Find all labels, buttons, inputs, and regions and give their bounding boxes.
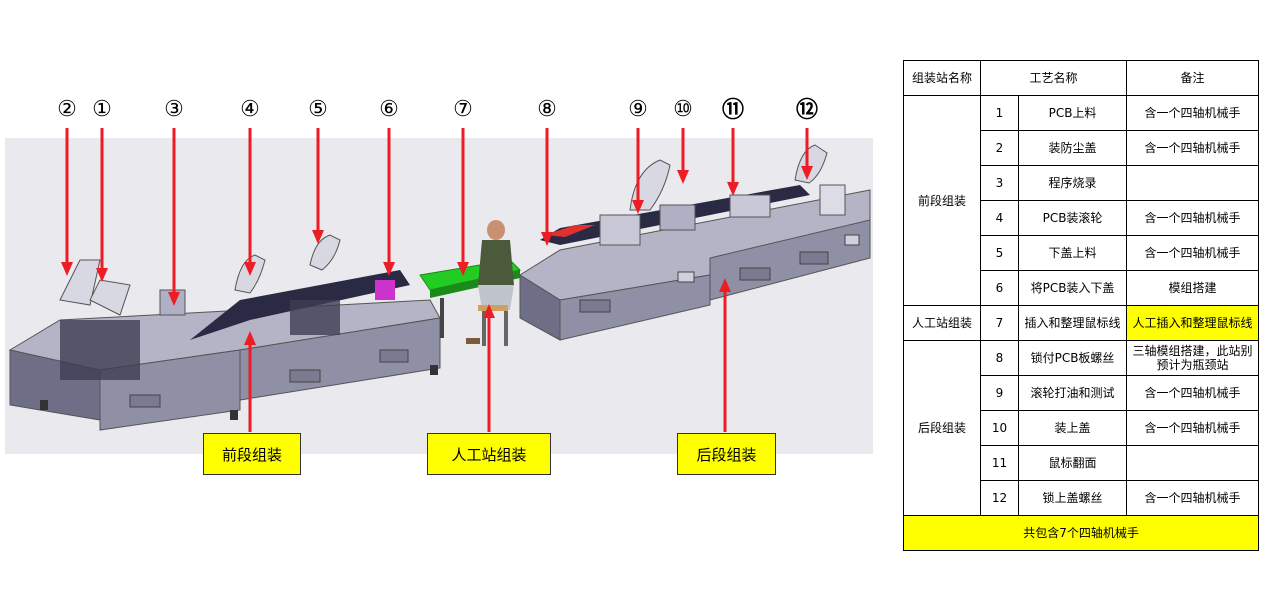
station-number-10: ⑩: [673, 97, 693, 122]
row-note: 含一个四轴机械手: [1126, 235, 1260, 271]
station-number-4: ④: [240, 97, 260, 122]
row-note: 含一个四轴机械手: [1126, 200, 1260, 236]
table-row: 后段组装 8 锁付PCB板螺丝 三轴模组搭建，此站别预计为瓶颈站: [903, 340, 1260, 516]
row-no: 2: [980, 130, 1019, 166]
row-no: 5: [980, 235, 1019, 271]
row-process: 锁付PCB板螺丝: [1017, 340, 1128, 376]
row-note: 含一个四轴机械手: [1126, 375, 1260, 411]
station-arrows: [61, 128, 813, 432]
row-process: 插入和整理鼠标线: [1017, 305, 1128, 341]
row-no: 8: [980, 340, 1019, 376]
table-footer-row: 共包含7个四轴机械手: [902, 515, 1260, 551]
header-process-name: 工艺名称: [979, 60, 1128, 96]
station-number-5: ⑤: [308, 97, 328, 122]
row-process: 滚轮打油和测试: [1017, 375, 1128, 411]
table-row: 6 将PCB装入下盖 模组搭建: [904, 270, 1260, 306]
row-no: 10: [980, 410, 1019, 446]
callout-manual-station: 人工站组装: [427, 433, 551, 475]
table-row: 5 下盖上料 含一个四轴机械手: [904, 235, 1260, 271]
row-process: 将PCB装入下盖: [1017, 270, 1128, 306]
row-process: 装防尘盖: [1017, 130, 1128, 166]
row-no: 7: [980, 305, 1019, 341]
table-row: 人工站组装 7 插入和整理鼠标线 人工插入和整理鼠标线: [903, 305, 1260, 341]
station-number-2: ②: [57, 97, 77, 122]
station-number-9: ⑨: [628, 97, 648, 122]
row-process: 锁上盖螺丝: [1017, 480, 1128, 516]
station-number-11: ⑪: [721, 97, 744, 123]
row-process: PCB装滚轮: [1017, 200, 1128, 236]
row-note: [1126, 165, 1260, 201]
row-note: 含一个四轴机械手: [1126, 480, 1260, 516]
back-segment-machine: [519, 144, 871, 341]
row-note: [1126, 445, 1260, 481]
row-no: 12: [980, 480, 1019, 516]
table-row: 前段组装 1 PCB上料 含一个四轴机械手: [903, 95, 1260, 306]
group-name-front: 前段组装: [903, 95, 981, 306]
row-no: 11: [980, 445, 1019, 481]
row-no: 3: [980, 165, 1019, 201]
process-table: 组装站名称 工艺名称 备注 前段组装 1 PCB上料 含一个四轴机械手 2 装防…: [902, 60, 1260, 551]
station-number-6: ⑥: [379, 97, 399, 122]
header-note: 备注: [1126, 60, 1260, 96]
row-no: 6: [980, 270, 1019, 306]
table-row: 10 装上盖 含一个四轴机械手: [904, 410, 1260, 446]
row-note: 三轴模组搭建，此站别预计为瓶颈站: [1126, 340, 1260, 376]
row-note-highlighted: 人工插入和整理鼠标线: [1126, 305, 1260, 341]
table-row: 12 锁上盖螺丝 含一个四轴机械手: [904, 480, 1260, 516]
manual-station: [419, 220, 521, 346]
station-number-8: ⑧: [537, 97, 557, 122]
header-station-name: 组装站名称: [903, 60, 981, 96]
row-no: 9: [980, 375, 1019, 411]
station-number-7: ⑦: [453, 97, 473, 122]
station-number-1: ①: [92, 97, 112, 122]
row-note: 含一个四轴机械手: [1126, 410, 1260, 446]
front-segment-machine: [8, 234, 441, 431]
callout-front-assembly: 前段组装: [203, 433, 301, 475]
row-note: 含一个四轴机械手: [1126, 130, 1260, 166]
table-header-row: 组装站名称 工艺名称 备注: [903, 60, 1260, 96]
group-name-back: 后段组装: [903, 340, 981, 516]
table-footer: 共包含7个四轴机械手: [902, 515, 1260, 551]
station-number-12: ⑫: [795, 97, 818, 123]
row-no: 1: [980, 95, 1019, 131]
station-number-3: ③: [164, 97, 184, 122]
row-process: 程序烧录: [1017, 165, 1128, 201]
row-no: 4: [980, 200, 1019, 236]
table-row: 11 鼠标翻面: [904, 445, 1260, 481]
row-note: 模组搭建: [1126, 270, 1260, 306]
row-note: 含一个四轴机械手: [1126, 95, 1260, 131]
group-name-manual: 人工站组装: [903, 305, 981, 341]
row-process: 鼠标翻面: [1017, 445, 1128, 481]
row-process: PCB上料: [1017, 95, 1128, 131]
row-process: 装上盖: [1017, 410, 1128, 446]
callout-back-assembly: 后段组装: [677, 433, 776, 475]
row-process: 下盖上料: [1017, 235, 1128, 271]
